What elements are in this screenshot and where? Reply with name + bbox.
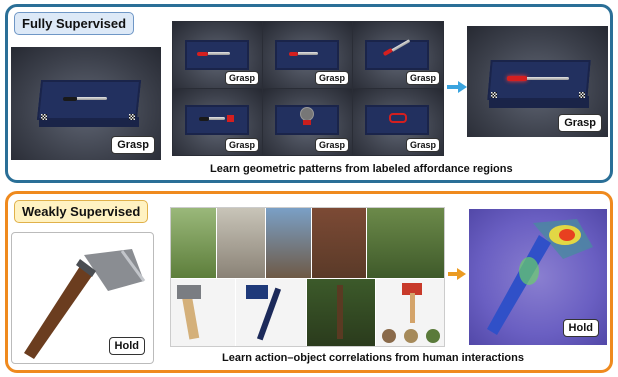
fully-arrow-head (458, 81, 467, 93)
table-surface (36, 80, 142, 120)
interaction-photo (171, 279, 235, 346)
example-cell: Grasp (263, 22, 352, 88)
interaction-photo (217, 208, 265, 278)
fully-supervised-title: Fully Supervised (14, 12, 135, 35)
interaction-photo (312, 208, 366, 278)
grasp-label: Grasp (314, 71, 349, 85)
example-cell: Grasp (173, 22, 262, 88)
grasp-label: Grasp (405, 71, 440, 85)
grasp-label: Grasp (405, 138, 440, 152)
output-heatmap-image: Hold (469, 209, 607, 345)
hold-label: Hold (108, 337, 145, 355)
weakly-supervised-panel (5, 191, 613, 373)
input-knife-image: Grasp (11, 47, 161, 160)
weakly-supervised-title: Weakly Supervised (14, 200, 149, 223)
grasp-label: Grasp (111, 136, 155, 154)
interaction-photo (376, 279, 444, 346)
human-interaction-grid (170, 207, 445, 347)
interaction-photo (266, 208, 311, 278)
weakly-arrow (448, 272, 458, 276)
grasp-label: Grasp (224, 138, 259, 152)
grasp-label: Grasp (224, 71, 259, 85)
example-cell: Grasp (353, 89, 443, 155)
fully-supervised-panel (5, 4, 613, 183)
grasp-label: Grasp (314, 138, 349, 152)
interaction-photo (307, 279, 375, 346)
knife-handle (63, 97, 77, 101)
grasp-label: Grasp (558, 114, 602, 132)
interaction-photo (171, 208, 216, 278)
example-cell: Grasp (263, 89, 352, 155)
example-cell: Grasp (353, 22, 443, 88)
output-knife-image: Grasp (467, 26, 608, 137)
labeled-examples-grid: Grasp Grasp Grasp Grasp Grasp Grasp (172, 21, 444, 156)
knife-blade (77, 97, 107, 100)
axe-icon (24, 249, 146, 359)
grasp-region-highlight (507, 76, 527, 81)
input-axe-image: Hold (11, 232, 154, 364)
interaction-photo (236, 279, 306, 346)
weakly-caption: Learn action–object correlations from hu… (222, 352, 524, 364)
weakly-arrow-head (457, 268, 466, 280)
fully-caption: Learn geometric patterns from labeled af… (210, 163, 513, 175)
fully-arrow (447, 85, 459, 89)
hold-label: Hold (562, 319, 599, 337)
interaction-photo (367, 208, 444, 278)
example-cell: Grasp (173, 89, 262, 155)
heatmap-overlay (487, 219, 593, 335)
